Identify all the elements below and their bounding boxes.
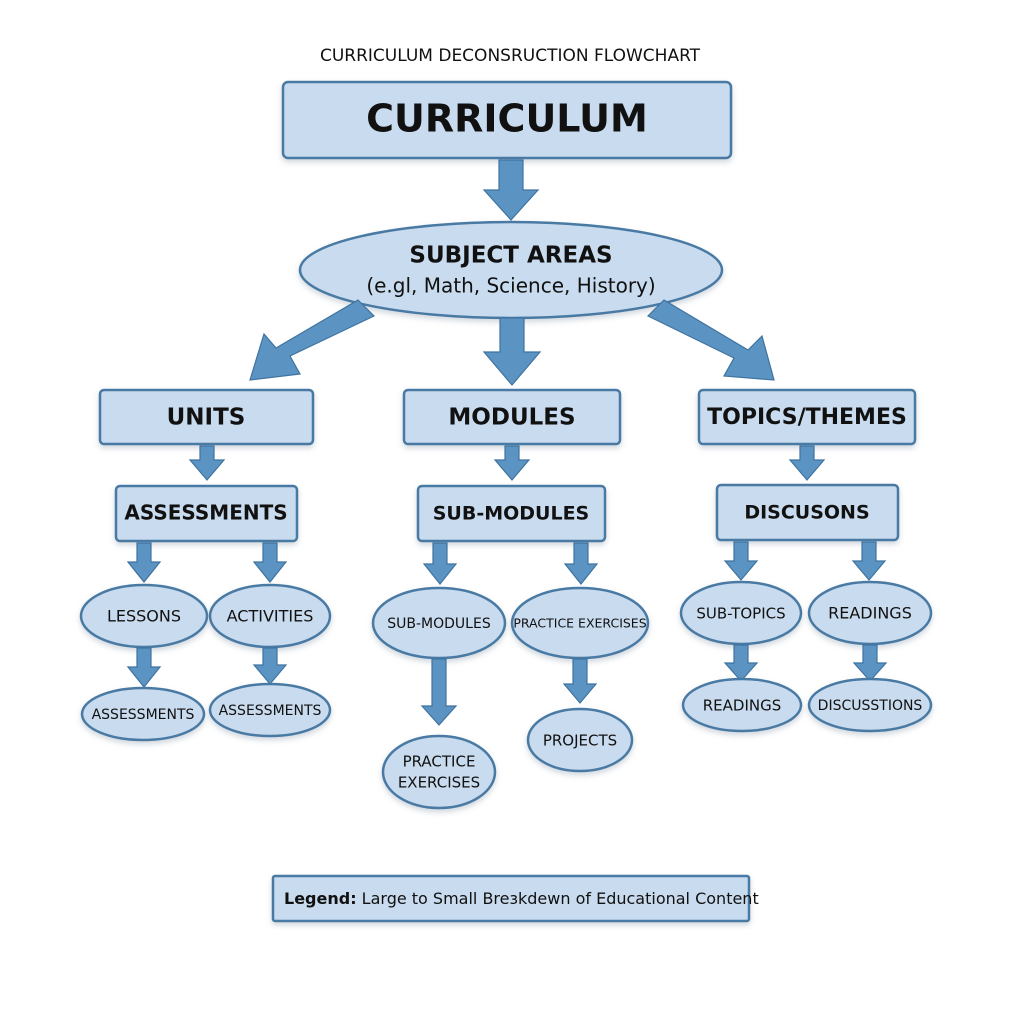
curriculum-node: CURRICULUM [281, 80, 733, 160]
assessments-oval-right-label: ASSESSMENTS [219, 703, 322, 719]
arrow-down-icon [562, 658, 598, 704]
topics-themes-label: TOPICS/THEMES [707, 405, 907, 430]
sub-modules-box-node: SUB-MODULES [416, 484, 607, 543]
lessons-node: LESSONS [79, 583, 209, 649]
modules-label: MODULES [448, 405, 575, 431]
practice-exercises-bottom-node: PRACTICE EXERCISES [381, 734, 497, 810]
arrow-down-icon [188, 445, 226, 481]
discusons-box-label: DISCUSONS [744, 502, 869, 524]
projects-node: PROJECTS [526, 707, 634, 773]
discusstions-node: DISCUSSTIONS [807, 677, 933, 733]
subject-areas-label: SUBJECT AREAS [409, 243, 612, 269]
topics-themes-node: TOPICS/THEMES [697, 388, 917, 446]
assessments-box-node: ASSESSMENTS [114, 484, 299, 543]
curriculum-label: CURRICULUM [366, 97, 648, 141]
arrow-down-icon [723, 644, 759, 682]
arrow-down-icon [788, 445, 826, 481]
assessments-oval-right-node: ASSESSMENTS [208, 682, 332, 738]
legend-text: Legend: Large to Small Breзkdewn of Educ… [284, 889, 759, 908]
arrow-down-icon [563, 542, 599, 585]
sub-modules-oval-node: SUB-MODULES [371, 586, 507, 660]
arrow-down-icon [482, 159, 540, 221]
sub-topics-label: SUB-TOPICS [696, 605, 785, 623]
subject-areas-node: SUBJECT AREAS (e.gl, Math, Science, Hist… [298, 220, 724, 320]
practice-exercises-bottom-line2: EXERCISES [398, 774, 480, 792]
legend-description: Large to Small Breзkdewn of Educational … [357, 889, 759, 908]
practice-exercises-bottom-line1: PRACTICE [403, 753, 476, 771]
legend: Legend: Large to Small Breзkdewn of Educ… [271, 874, 759, 923]
practice-exercises-oval-label: PRACTICE EXERCISES [513, 616, 646, 631]
units-node: UNITS [98, 388, 315, 446]
discusstions-label: DISCUSSTIONS [818, 698, 923, 714]
activities-node: ACTIVITIES [208, 583, 332, 649]
lessons-label: LESSONS [107, 607, 181, 626]
arrow-down-icon [851, 541, 887, 581]
practice-exercises-oval-node: PRACTICE EXERCISES [510, 586, 650, 660]
arrow-down-icon [723, 541, 759, 581]
sub-modules-oval-label: SUB-MODULES [387, 616, 491, 632]
flowchart-title: CURRICULUM DECONSRUCTION FLOWCHART [320, 46, 701, 66]
arrow-down-icon [852, 644, 888, 682]
assessments-box-label: ASSESSMENTS [124, 501, 287, 525]
readings-bottom-label: READINGS [703, 697, 782, 715]
readings-top-node: READINGS [807, 580, 933, 646]
subject-areas-sublabel: (e.gl, Math, Science, History) [366, 274, 655, 298]
projects-label: PROJECTS [543, 732, 617, 750]
sub-topics-node: SUB-TOPICS [679, 580, 803, 646]
discusons-box-node: DISCUSONS [715, 483, 900, 542]
arrow-down-icon [126, 647, 162, 688]
arrow-down-left-icon [249, 299, 376, 381]
sub-modules-box-label: SUB-MODULES [433, 503, 590, 525]
arrow-down-icon [482, 317, 542, 386]
activities-label: ACTIVITIES [227, 607, 314, 626]
readings-top-label: READINGS [828, 604, 912, 623]
modules-node: MODULES [402, 388, 622, 446]
arrow-down-icon [252, 647, 288, 685]
arrow-down-icon [493, 445, 531, 481]
arrow-down-icon [420, 658, 458, 726]
legend-prefix: Legend: [284, 889, 357, 908]
assessments-oval-left-label: ASSESSMENTS [92, 707, 195, 723]
arrow-down-icon [422, 542, 458, 585]
units-label: UNITS [167, 405, 246, 431]
arrow-down-icon [252, 542, 288, 583]
readings-bottom-node: READINGS [681, 677, 803, 733]
arrow-down-icon [126, 542, 162, 583]
assessments-oval-left-node: ASSESSMENTS [80, 686, 206, 742]
arrow-down-right-icon [646, 299, 775, 381]
